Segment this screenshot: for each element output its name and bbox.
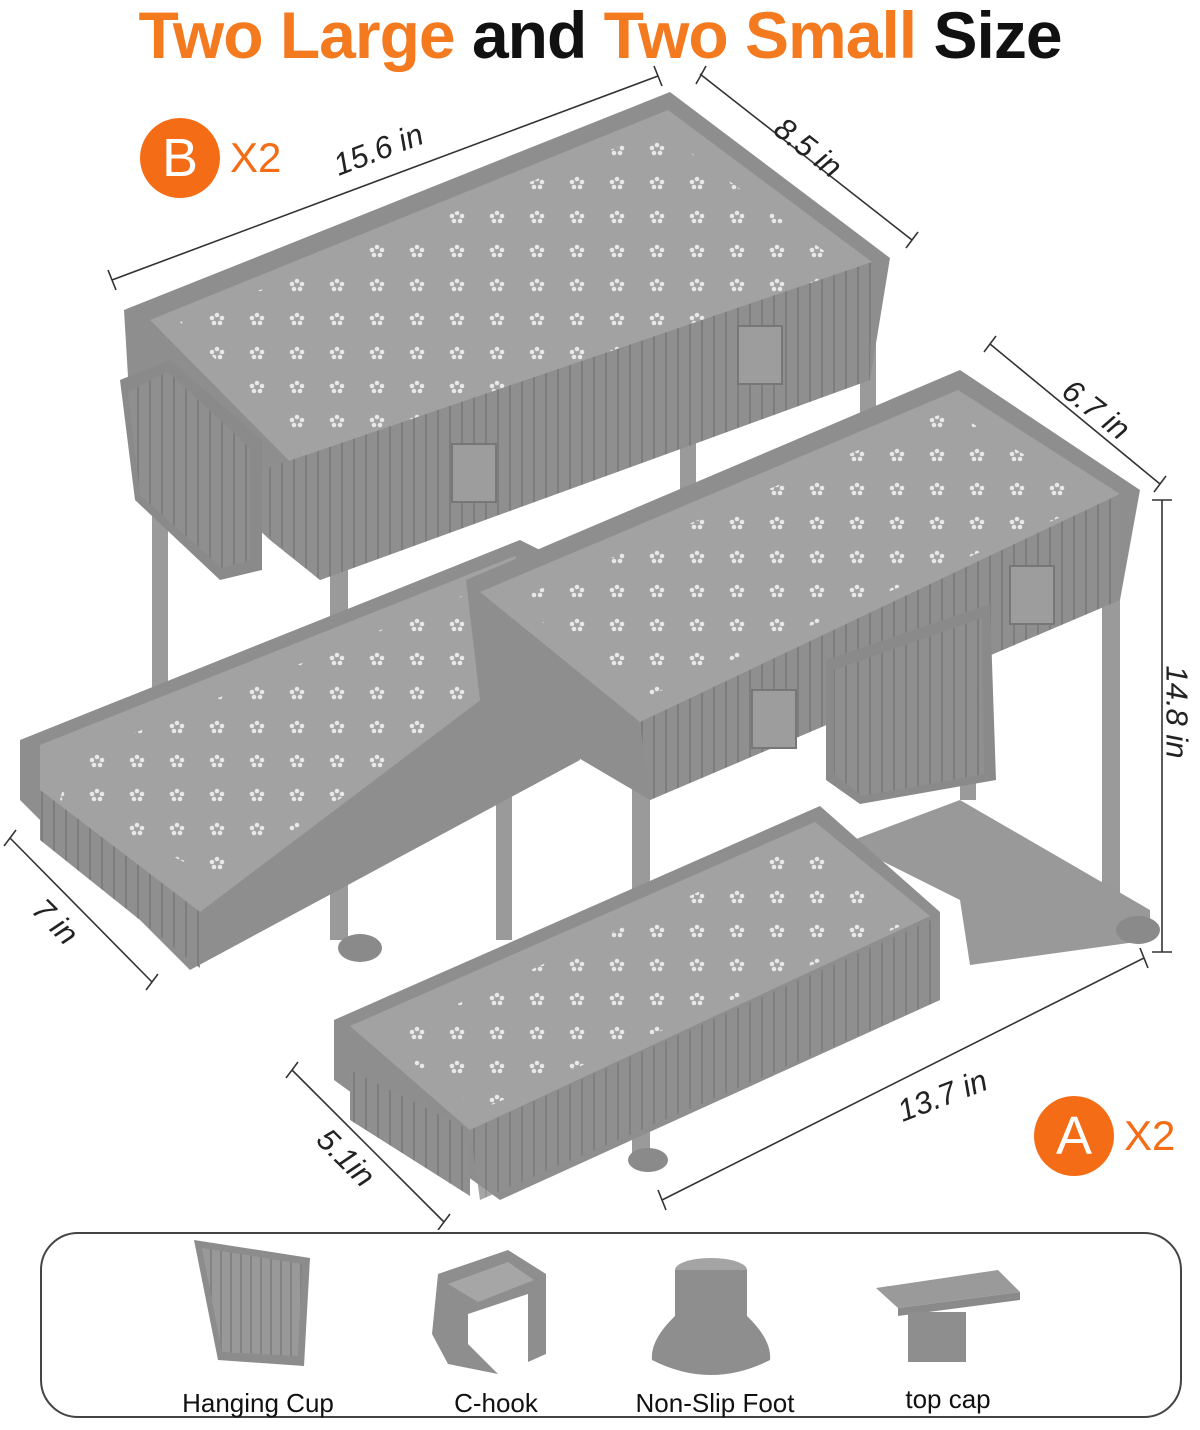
dim-height: 14.8 in	[1159, 665, 1195, 759]
title-two-large: Two Large	[138, 0, 455, 72]
accessory-label-non-slip-foot: Non-Slip Foot	[635, 1388, 795, 1418]
product-illustration	[3, 65, 1172, 1230]
title-size: Size	[933, 0, 1062, 72]
accessory-label-top-cap: top cap	[905, 1384, 991, 1414]
accessory-label-c-hook: C-hook	[454, 1388, 538, 1418]
accessories-panel	[40, 1232, 1182, 1418]
top-cap-icon	[876, 1270, 1020, 1362]
dimension-lines	[3, 65, 1172, 1230]
badge-a-letter: A	[1034, 1096, 1114, 1176]
c-hook-icon	[432, 1250, 546, 1374]
badge-a: A X2	[1034, 1096, 1175, 1176]
large-rack	[20, 92, 890, 970]
page-title: Two Large and Two Small Size	[0, 0, 1200, 74]
non-slip-foot-icon	[651, 1258, 771, 1375]
badge-b-count: X2	[230, 134, 282, 181]
badge-a-count: X2	[1124, 1112, 1176, 1159]
badge-b: B X2	[140, 118, 281, 198]
accessory-label-hanging-cup: Hanging Cup	[182, 1388, 334, 1418]
hanging-cup-icon	[194, 1240, 310, 1366]
small-rack	[334, 370, 1160, 1200]
title-two-small: Two Small	[603, 0, 917, 72]
badge-b-letter: B	[140, 118, 220, 198]
title-and: and	[471, 0, 587, 72]
